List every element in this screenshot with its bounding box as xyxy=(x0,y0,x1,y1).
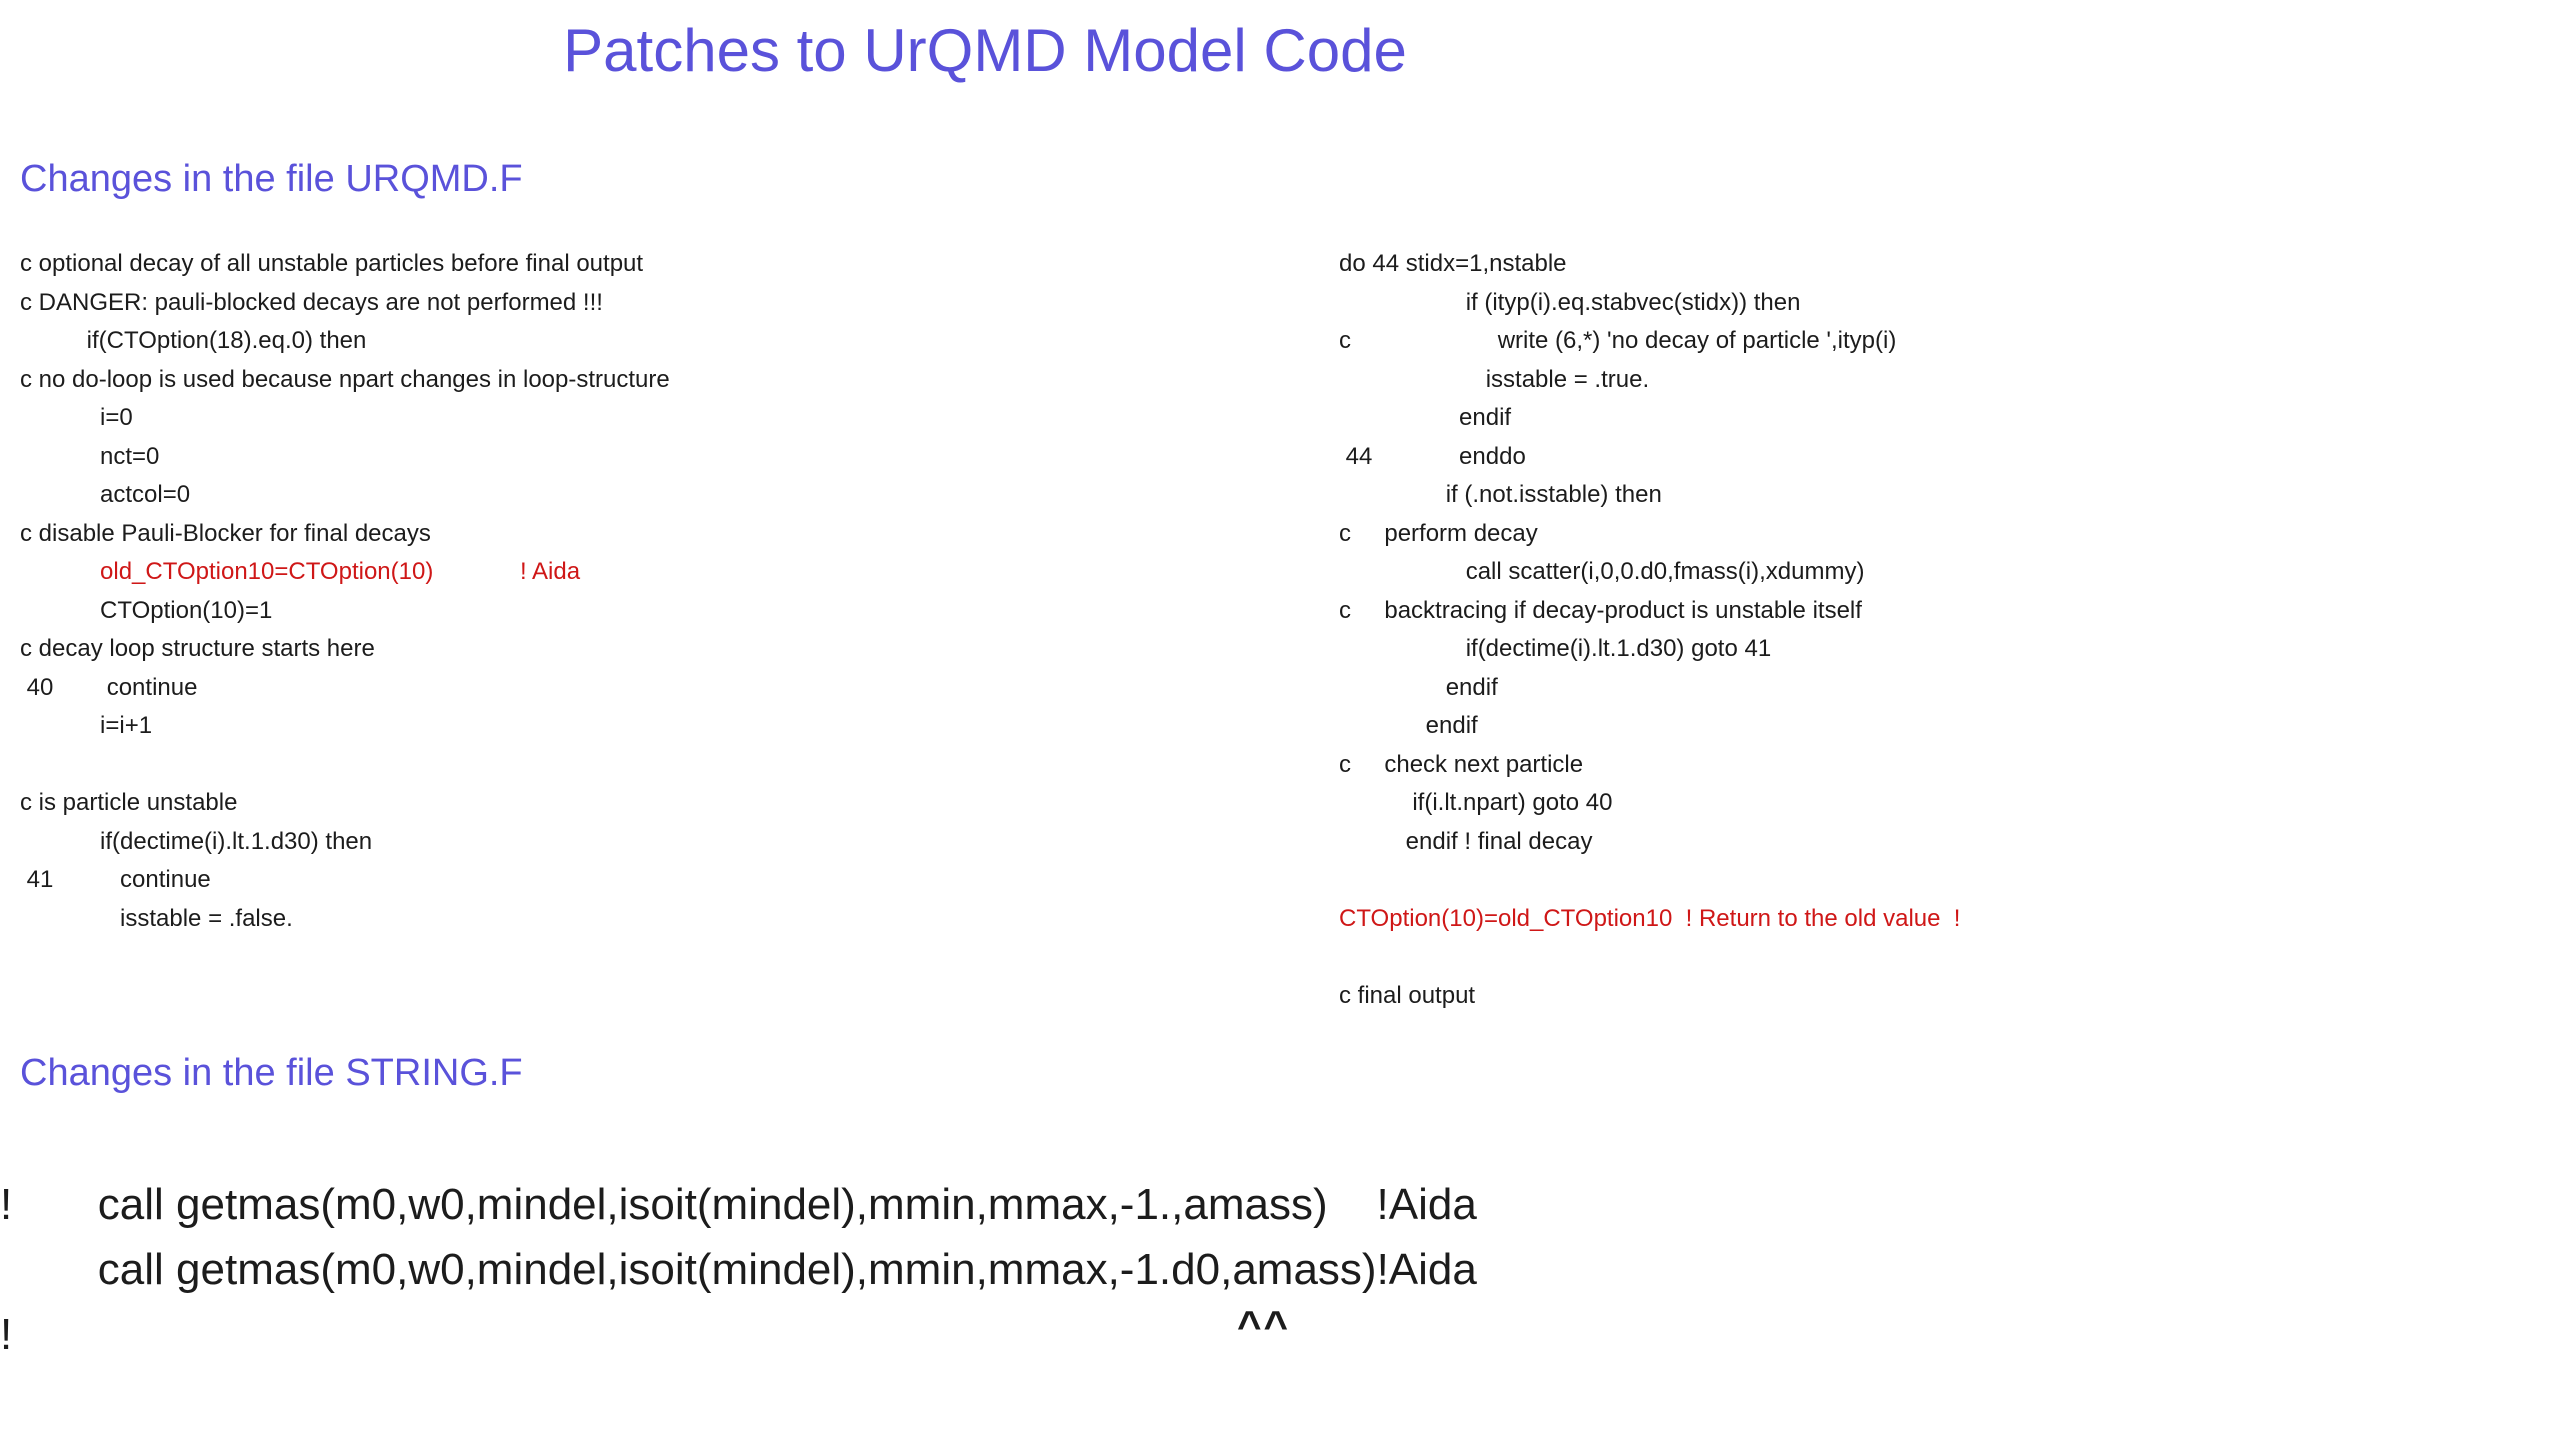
section-heading-string: Changes in the file STRING.F xyxy=(20,1052,523,1094)
code-line: do 44 stidx=1,nstable xyxy=(1339,250,1567,277)
code-line: 40 continue xyxy=(20,673,198,701)
code-line: c perform decay xyxy=(1339,519,1538,547)
code-line xyxy=(20,746,670,785)
code-line: CTOption(10)=old_CTOption10 ! Return to … xyxy=(1339,904,1961,932)
code-line: old_CTOption10=CTOption(10) ! Aida xyxy=(20,558,581,585)
code-line: isstable = .false. xyxy=(20,904,293,932)
code-line xyxy=(1339,861,1960,900)
code-column-left: c optional decay of all unstable particl… xyxy=(20,245,670,938)
code-line: endif xyxy=(1339,404,1512,431)
code-line: i=i+1 xyxy=(20,712,153,739)
code-line: nct=0 xyxy=(20,442,160,470)
page-title: Patches to UrQMD Model Code xyxy=(563,17,1407,84)
section-heading-urqmd: Changes in the file URQMD.F xyxy=(20,158,523,200)
code-line: c disable Pauli-Blocker for final decays xyxy=(20,519,431,547)
code-line: c write (6,*) 'no decay of particle ',it… xyxy=(1339,327,1897,354)
code-line: 44 enddo xyxy=(1339,442,1526,470)
code-line: if(i.lt.npart) goto 40 xyxy=(1339,789,1613,816)
code-line: endif xyxy=(1339,712,1478,739)
code-line: i=0 xyxy=(20,404,133,431)
code-line: c decay loop structure starts here xyxy=(20,635,375,662)
code-line: c backtracing if decay-product is unstab… xyxy=(1339,596,1862,624)
code-line: endif xyxy=(1339,673,1498,701)
code-column-right: do 44 stidx=1,nstable if (ityp(i).eq.sta… xyxy=(1339,245,1960,1015)
caret-marker: ^^ xyxy=(1237,1302,1291,1349)
code-line: ! call getmas(m0,w0,mindel,isoit(mindel)… xyxy=(0,1180,1477,1229)
code-line: c check next particle xyxy=(1339,750,1584,778)
code-line: if(dectime(i).lt.1.d30) then xyxy=(20,827,373,855)
code-line: isstable = .true. xyxy=(1339,365,1650,393)
code-line: actcol=0 xyxy=(20,481,191,508)
code-line: if(CTOption(18).eq.0) then xyxy=(20,327,367,354)
code-line: c no do-loop is used because npart chang… xyxy=(20,365,670,393)
code-line: call scatter(i,0,0.d0,fmass(i),xdummy) xyxy=(1339,558,1865,585)
code-line: c optional decay of all unstable particl… xyxy=(20,250,644,277)
code-line: c final output xyxy=(1339,981,1476,1009)
code-line xyxy=(1339,938,1960,977)
code-line: c DANGER: pauli-blocked decays are not p… xyxy=(20,288,603,316)
code-line: if (.not.isstable) then xyxy=(1339,481,1662,508)
code-line: 41 continue xyxy=(20,866,211,893)
code-line: call getmas(m0,w0,mindel,isoit(mindel),m… xyxy=(0,1245,1477,1294)
code-line: c is particle unstable xyxy=(20,789,238,816)
code-block-string: ! call getmas(m0,w0,mindel,isoit(mindel)… xyxy=(0,1172,1477,1367)
code-line: endif ! final decay xyxy=(1339,827,1593,855)
code-line: ! xyxy=(0,1310,13,1359)
code-line: if (ityp(i).eq.stabvec(stidx)) then xyxy=(1339,288,1801,316)
code-line: if(dectime(i).lt.1.d30) goto 41 xyxy=(1339,635,1772,662)
code-line: CTOption(10)=1 xyxy=(20,596,273,624)
